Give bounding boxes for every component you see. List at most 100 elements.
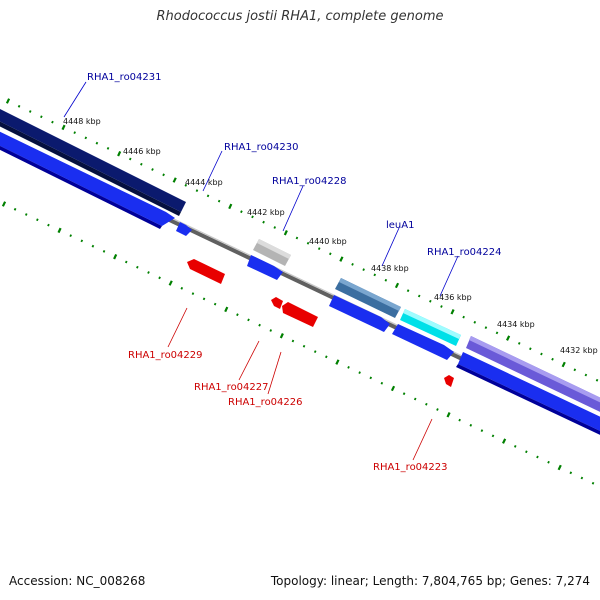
leader-ro04228 [282,185,304,232]
scale-tick-upper [251,215,254,219]
ruler-label-4436: 4436 kbp [434,293,472,302]
ruler-label-4438: 4438 kbp [371,264,409,273]
cds-arrow-ro04231 [0,131,175,226]
scale-tick-upper [450,309,455,315]
cds-arrow-ro04224 [392,324,454,360]
scale-tick-upper [117,150,122,157]
scale-tick-lower [390,385,396,392]
scale-tick-upper [328,252,332,256]
leader-ro04227 [238,340,260,381]
feature-band-ro04228-top [257,239,291,259]
cds-arrow-right [458,352,600,431]
gene-label-ro04224: RHA1_ro04224 [427,247,502,258]
scale-tick-upper [473,320,477,324]
scale-tick-lower [1,201,7,207]
scale-tick-upper [40,115,43,119]
scale-tick-lower [335,359,340,365]
scale-tick-lower [236,313,239,317]
scale-tick-lower [136,265,139,269]
leader-ro04229 [167,307,188,348]
cds-arrow-ro04229 [187,259,225,284]
scale-tick-lower [291,339,295,343]
scale-tick-upper [506,335,511,341]
scale-tick-lower [158,276,161,280]
ruler-label-4442: 4442 kbp [247,208,285,217]
scale-ticks-upper [5,98,599,382]
scale-tick-upper [495,331,499,335]
forward-leaders [63,81,459,297]
scale-tick-upper [106,147,110,150]
scale-tick-upper [394,282,400,289]
scale-tick-upper [595,378,599,382]
scale-tick-lower [425,402,428,406]
gene-label-ro04230: RHA1_ro04230 [224,142,299,153]
gene-label-ro04227: RHA1_ro04227 [194,382,269,393]
scale-tick-upper [273,226,277,229]
scale-tick-lower [557,464,562,471]
scale-tick-upper [351,263,354,266]
scale-tick-lower [547,460,550,464]
scale-tick-lower [436,408,439,411]
scale-tick-lower [224,306,229,313]
scale-tick-lower [69,234,73,238]
scale-tick-upper [240,210,243,214]
scale-tick-upper [73,131,77,135]
cds-arrow-ro04231-shade [0,145,162,229]
feature-band-ro04224-top [403,309,461,339]
scale-tick-upper [283,230,288,236]
cds-arrow-ro04230 [176,222,192,236]
scale-tick-lower [80,239,84,243]
scale-tick-upper [440,305,443,308]
scale-tick-lower [113,253,118,260]
scale-tick-upper [429,299,432,303]
scale-tick-lower [102,250,106,253]
scale-tick-upper [417,294,421,298]
scale-tick-upper [484,326,488,330]
gene-label-ro04229: RHA1_ro04229 [128,350,203,361]
leader-ro04230 [202,150,223,192]
cds-arrow-ro04228 [247,255,283,280]
cds-arrow-ro04223 [444,375,454,387]
scale-tick-upper [373,273,377,277]
gene-label-ro04226: RHA1_ro04226 [228,397,303,408]
scale-tick-upper [217,199,221,203]
scale-tick-upper [172,177,177,183]
scale-tick-upper [151,168,154,171]
scale-tick-upper [551,357,554,361]
scale-tick-lower [279,333,284,339]
scale-tick-lower [591,481,595,485]
scale-tick-lower [269,329,273,332]
scale-tick-upper [529,347,532,351]
scale-tick-upper [306,241,310,245]
scale-tick-lower [91,244,95,248]
ruler-label-4444: 4444 kbp [185,178,223,187]
scale-tick-lower [569,471,573,475]
feature-band-right [466,336,600,412]
scale-tick-lower [402,392,406,396]
scale-tick-upper [128,157,132,161]
scale-tick-upper [5,98,11,104]
scale-tick-upper [17,104,21,108]
scale-tick-upper [517,342,521,345]
scale-tick-upper [584,373,588,377]
feature-band-right-top [469,336,600,403]
ruler-label-4440: 4440 kbp [309,237,347,246]
cds-arrow-ro04227 [271,297,283,309]
feature-band-ro04231 [0,109,186,212]
scale-ticks-lower [1,201,595,485]
ruler-label-4432: 4432 kbp [560,346,598,355]
scale-tick-upper [195,189,199,192]
scale-tick-lower [347,366,350,369]
leader-leuA1 [381,227,400,267]
reverse-leaders [167,307,433,461]
scale-tick-upper [462,315,465,319]
scale-tick-upper [61,124,66,131]
scale-tick-lower [313,350,317,354]
leader-ro04223 [412,418,433,461]
scale-tick-upper [561,361,566,368]
cds-arrow-ro04226 [282,302,318,327]
scale-tick-lower [47,223,50,227]
scale-tick-lower [124,260,128,264]
scale-tick-upper [362,268,365,271]
scale-tick-lower [36,218,39,222]
